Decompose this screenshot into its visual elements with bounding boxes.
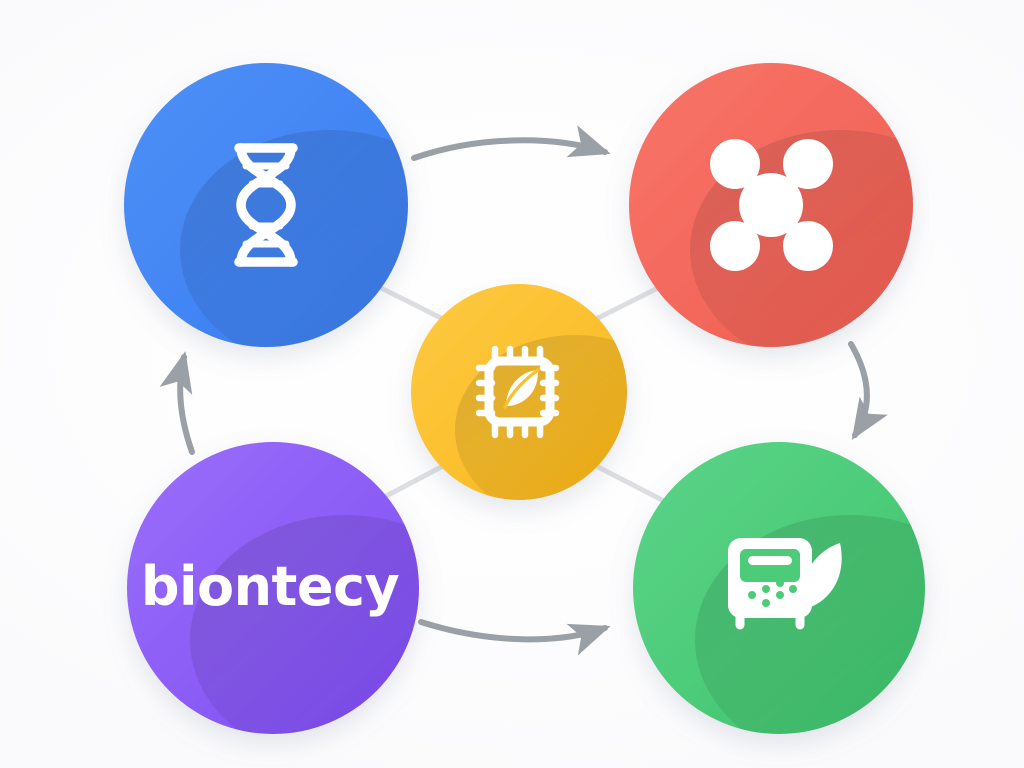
bioreactor-node[interactable] (633, 442, 1005, 765)
spoke-hub-to-bioreactor (593, 463, 669, 505)
dna-helix-icon (234, 143, 298, 267)
brand-node[interactable]: biontecy (127, 442, 500, 765)
dna-node[interactable] (124, 63, 480, 370)
arrow-brand-to-bioreactor (418, 619, 611, 656)
arrow-molecule-to-bioreactor (848, 341, 888, 441)
chip-node[interactable] (411, 284, 695, 525)
molecule-icon (710, 139, 833, 271)
arrow-brand-to-dna (159, 351, 195, 455)
brand-node-inner-shade (190, 515, 419, 734)
brand-wordmark: biontecy (141, 555, 400, 618)
molecule-node[interactable] (629, 63, 990, 370)
bioreactor-leaf-icon (728, 538, 842, 630)
cpu-leaf-icon (475, 345, 560, 439)
arrow-dna-to-molecule (411, 125, 611, 161)
flow-arrows (159, 125, 888, 656)
